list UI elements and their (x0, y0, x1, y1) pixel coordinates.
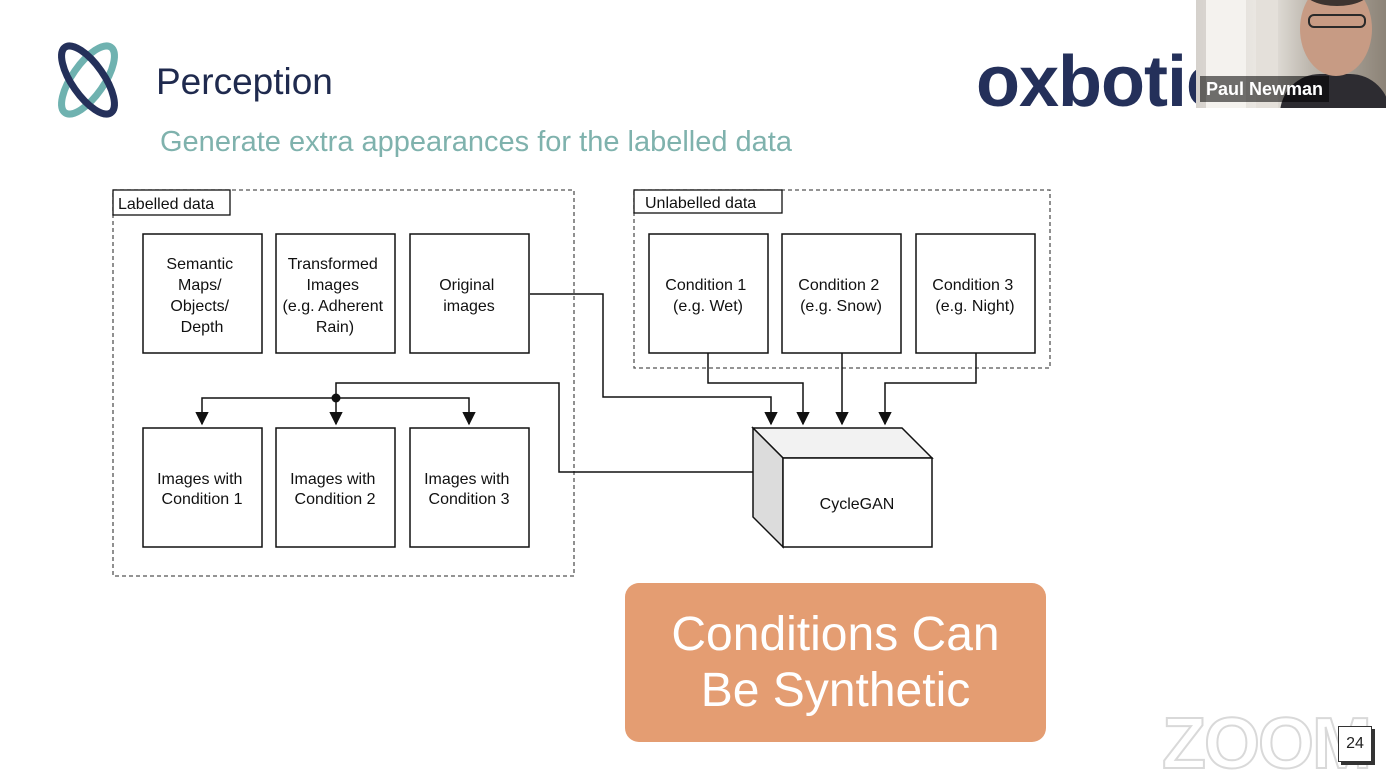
arrow-original-to-cyclegan (530, 293, 778, 426)
semantic-maps-text: Semantic Maps/ Objects/ Depth (166, 256, 237, 336)
images-condition-1-box (142, 427, 263, 548)
callout-line-2: Be Synthetic (700, 663, 971, 717)
arrow-to-out1 (195, 397, 336, 426)
original-images-text: Original images (439, 277, 499, 315)
arrow-cyclegan-output (335, 382, 753, 473)
participant-hair (1304, 0, 1370, 6)
participant-head (1300, 0, 1372, 76)
participant-glasses (1308, 14, 1366, 28)
cyclegan-box-front (782, 457, 933, 548)
condition-1-box (648, 233, 769, 354)
orbit-logo-icon (58, 42, 118, 118)
images-condition-3-text: Images with Condition 3 (424, 471, 514, 508)
slide-subtitle: Generate extra appearances for the label… (160, 126, 792, 158)
condition-2-text: Condition 2 (e.g. Snow) (798, 277, 883, 315)
condition-2-box (781, 233, 902, 354)
condition-3-box (915, 233, 1036, 354)
conditions-synthetic-callout: Conditions Can Be Synthetic (625, 583, 1046, 742)
arrow-condition3-to-cyclegan (878, 353, 977, 426)
images-condition-2-box (275, 427, 396, 548)
callout-line-1: Conditions Can (671, 607, 1000, 661)
labelled-data-label-box (112, 189, 231, 216)
arrow-condition1-to-cyclegan (707, 353, 810, 426)
slide-title: Perception (156, 61, 333, 102)
original-images-box (409, 233, 530, 354)
condition-1-text: Condition 1 (e.g. Wet) (665, 277, 750, 315)
images-condition-1-text: Images with Condition 1 (157, 471, 247, 508)
webcam-video-tile[interactable]: Paul Newman (1196, 0, 1386, 108)
unlabelled-data-label: Unlabelled data (645, 195, 756, 212)
condition-3-text: Condition 3 (e.g. Night) (932, 277, 1017, 315)
cyclegan-label: CycleGAN (820, 496, 895, 513)
images-condition-3-box (409, 427, 530, 548)
labelled-data-group (112, 189, 575, 577)
cyclegan-box-top (751, 427, 934, 459)
zoom-watermark: ZOOM (1161, 704, 1373, 784)
unlabelled-data-label-box (633, 189, 783, 214)
arrow-to-out3 (336, 397, 476, 426)
transformed-images-box (275, 233, 396, 354)
labelled-data-label: Labelled data (118, 196, 214, 213)
images-condition-2-text: Images with Condition 2 (290, 471, 380, 508)
slide-page-number: 24 (1338, 726, 1372, 762)
semantic-maps-box (142, 233, 263, 354)
participant-name-label: Paul Newman (1200, 76, 1330, 102)
transformed-images-text: Transformed Images (e.g. Adherent Rain) (283, 256, 388, 336)
